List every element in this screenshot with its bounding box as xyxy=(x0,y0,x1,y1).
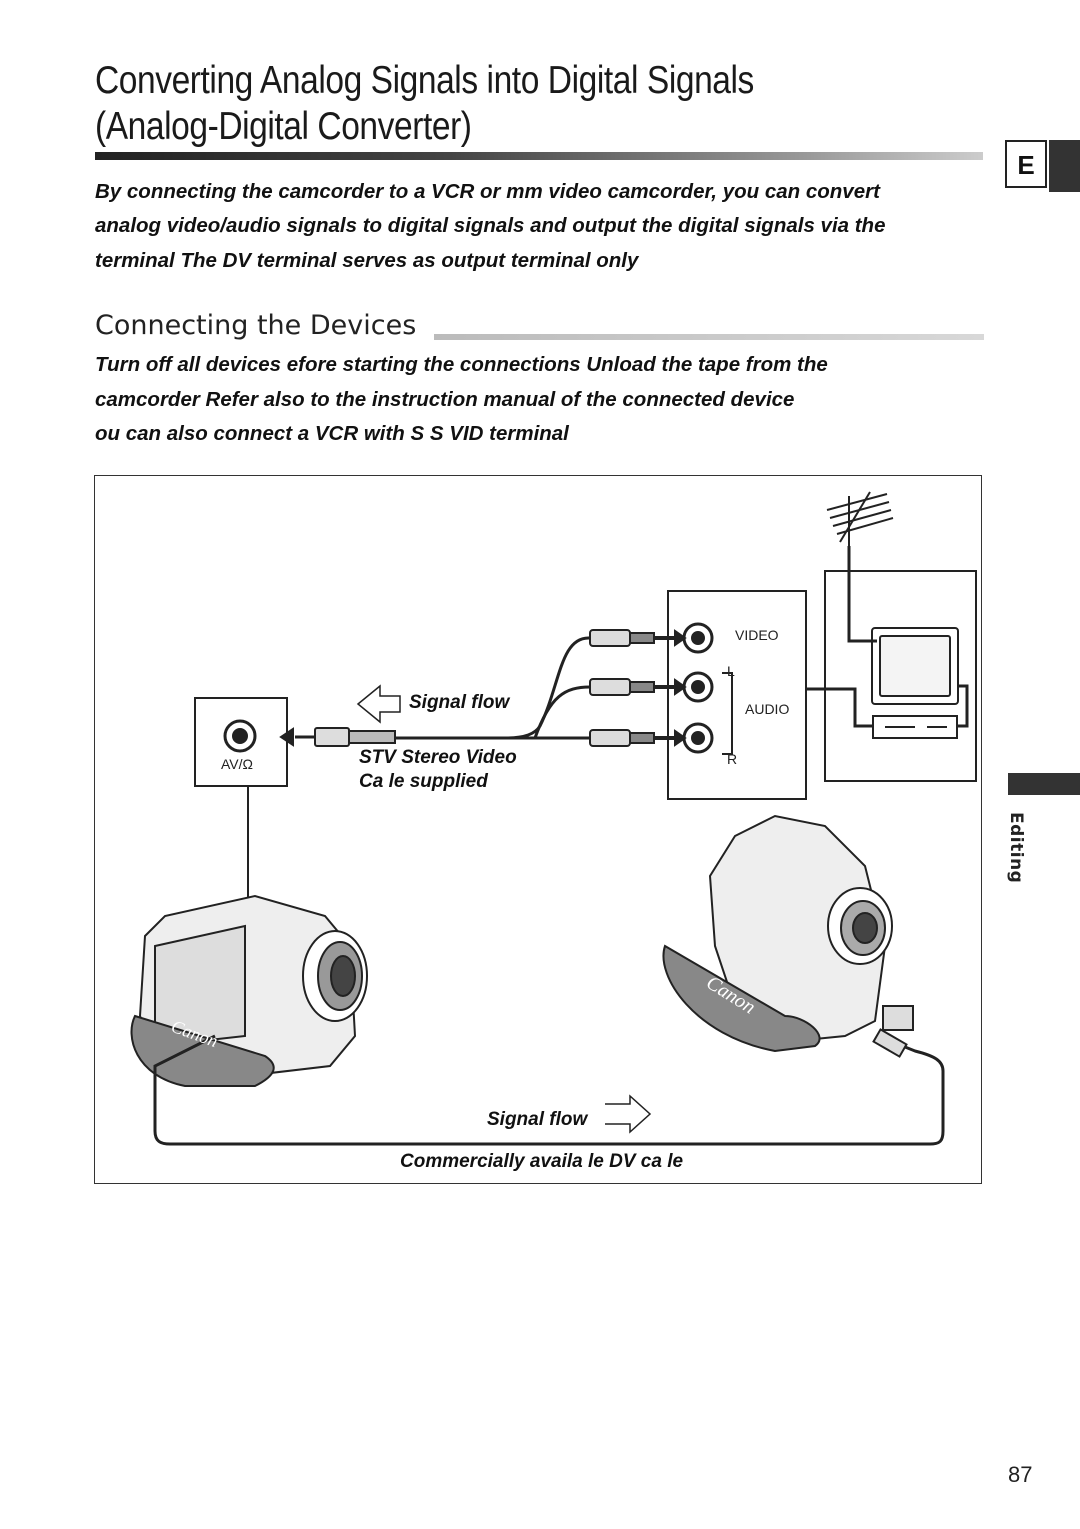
section-line-2: camcorder Refer also to the instruction … xyxy=(95,388,795,411)
page-title-line-2: (Analog-Digital Converter) xyxy=(95,105,472,148)
video-port-label: VIDEO xyxy=(735,627,779,643)
av-plug xyxy=(279,727,396,747)
language-tab-label: E xyxy=(1005,140,1047,188)
intro-line-3: terminal The DV terminal serves as outpu… xyxy=(95,249,639,272)
connection-diagram: Canon Canon Signal flow STV Stereo Video… xyxy=(94,475,982,1184)
page-number: 87 xyxy=(1008,1462,1033,1487)
page-title-line-1: Converting Analog Signals into Digital S… xyxy=(95,59,754,102)
title-rule xyxy=(95,152,983,160)
intro-line-2: analog video/audio signals to digital si… xyxy=(95,214,886,237)
av-jack xyxy=(223,719,257,753)
audio-l-plug xyxy=(589,678,687,696)
editing-section-label: Editing xyxy=(1006,812,1026,884)
page-title: Converting Analog Signals into Digital S… xyxy=(95,58,869,150)
signal-flow-left-arrow xyxy=(356,684,401,724)
editing-tab-bar xyxy=(1008,773,1080,795)
television-icon xyxy=(871,627,959,705)
language-tab: E xyxy=(1005,140,1080,192)
left-camcorder xyxy=(130,894,368,1087)
av-port-label: AV/Ω xyxy=(221,756,253,772)
dv-plug xyxy=(872,1028,908,1058)
video-plug xyxy=(589,629,687,647)
section-line-3: ou can also connect a VCR with S S VID t… xyxy=(95,422,569,445)
av-port-text: AV/ xyxy=(221,756,243,772)
dv-cable-label: Commercially availa le DV ca le xyxy=(400,1151,684,1172)
av-jack-panel xyxy=(194,697,288,787)
tv-vcr-frame xyxy=(824,570,977,782)
antenna-icon xyxy=(826,491,894,546)
stv-cable-label-2: Ca le supplied xyxy=(359,771,488,792)
vcr-icon xyxy=(872,715,958,739)
dv-cable xyxy=(153,1034,945,1146)
signal-flow-right-arrow xyxy=(605,1094,652,1134)
stv-cable-label-1: STV Stereo Video xyxy=(359,747,517,768)
section-title: Connecting the Devices xyxy=(95,310,417,341)
connection-diagram-drawing: Canon Canon xyxy=(130,491,977,1146)
signal-flow-bottom-label: Signal flow xyxy=(487,1109,588,1130)
stv-cable xyxy=(395,636,591,740)
audio-r-port-label: R xyxy=(727,751,738,767)
language-tab-bar xyxy=(1049,140,1080,192)
intro-line-1: By connecting the camcorder to a VCR or … xyxy=(95,180,880,203)
audio-r-plug xyxy=(589,729,687,747)
signal-flow-top-label: Signal flow xyxy=(409,692,510,713)
vcr-jack-panel xyxy=(667,590,807,800)
audio-l-port-label: L xyxy=(727,663,735,679)
right-camcorder xyxy=(662,814,914,1053)
audio-port-label: AUDIO xyxy=(745,701,790,717)
headphone-icon: Ω xyxy=(242,756,253,772)
section-rule xyxy=(434,334,984,340)
section-line-1: Turn off all devices efore starting the … xyxy=(95,353,828,376)
